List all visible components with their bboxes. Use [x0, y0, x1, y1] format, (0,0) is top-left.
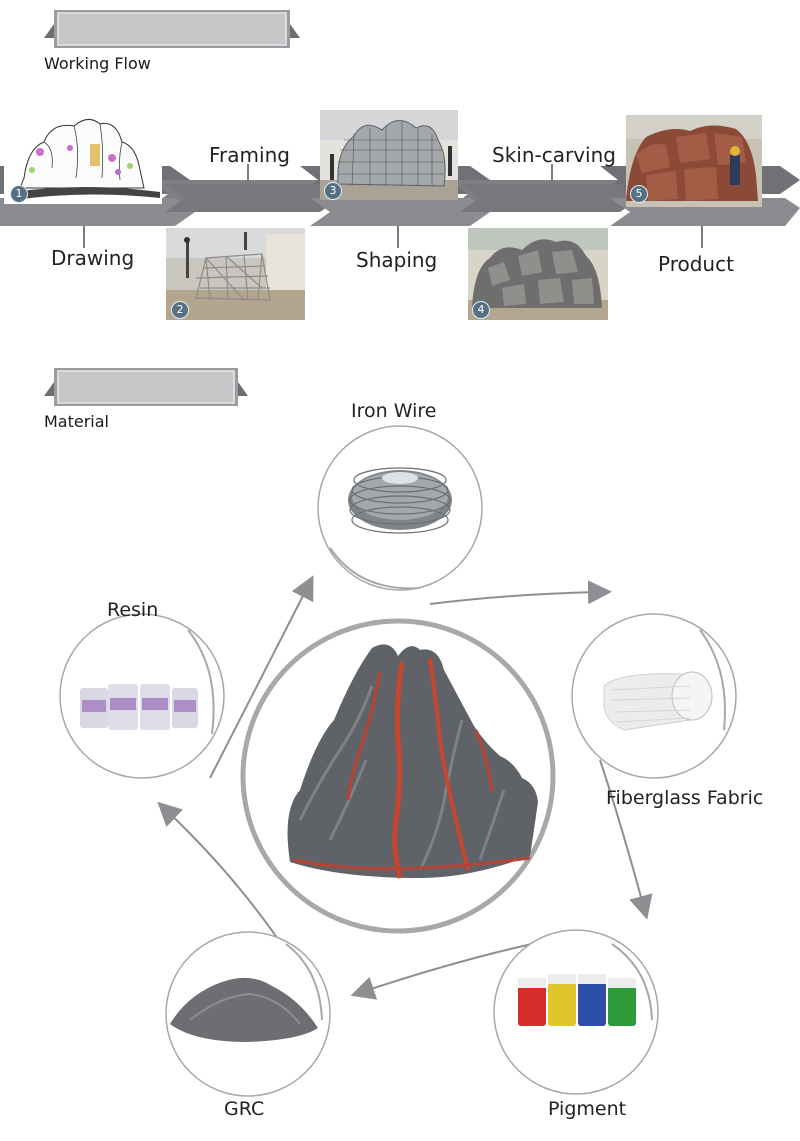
working-flow-title: Working Flow: [44, 54, 151, 73]
step-number-badge: 3: [324, 182, 342, 200]
iron-wire-node: [317, 425, 483, 591]
step-skin-carving-photo: 4: [468, 228, 608, 320]
flow-label-skin-carving: Skin-carving: [492, 143, 616, 167]
material-title: Material: [44, 412, 109, 431]
material-cycle-diagram: [59, 425, 737, 1097]
flow-label-framing: Framing: [209, 143, 290, 167]
resin-node: [59, 613, 225, 779]
flow-label-shaping: Shaping: [356, 248, 438, 272]
material-label-pigment: Pigment: [548, 1098, 627, 1120]
flow-label-product: Product: [658, 252, 734, 276]
flow-label-drawing: Drawing: [51, 246, 135, 270]
step-number-badge: 4: [472, 301, 490, 319]
step-number-badge: 5: [630, 185, 648, 203]
grc-node: [165, 931, 331, 1097]
step-number-badge: 2: [171, 301, 189, 319]
step-drawing-illustration: 1: [4, 108, 162, 204]
working-flow-header: Working Flow: [44, 8, 300, 73]
step-framing-photo: 2: [166, 228, 305, 320]
step-number-badge: 1: [10, 185, 28, 203]
fiberglass-fabric-node: [571, 613, 737, 779]
material-label-resin: Resin: [107, 599, 159, 621]
step-shaping-photo: 3: [320, 110, 458, 200]
pigment-node: [493, 929, 659, 1095]
lava-rock-product: [287, 644, 538, 879]
material-header: Material: [44, 366, 248, 431]
material-label-iron-wire: Iron Wire: [351, 400, 437, 422]
title-tab-shape: [44, 368, 248, 406]
title-tab-shape: [44, 10, 300, 48]
material-label-grc: GRC: [224, 1098, 265, 1120]
material-label-fiberglass-fabric: Fiberglass Fabric: [606, 787, 764, 809]
step-product-photo: 5: [626, 115, 762, 207]
